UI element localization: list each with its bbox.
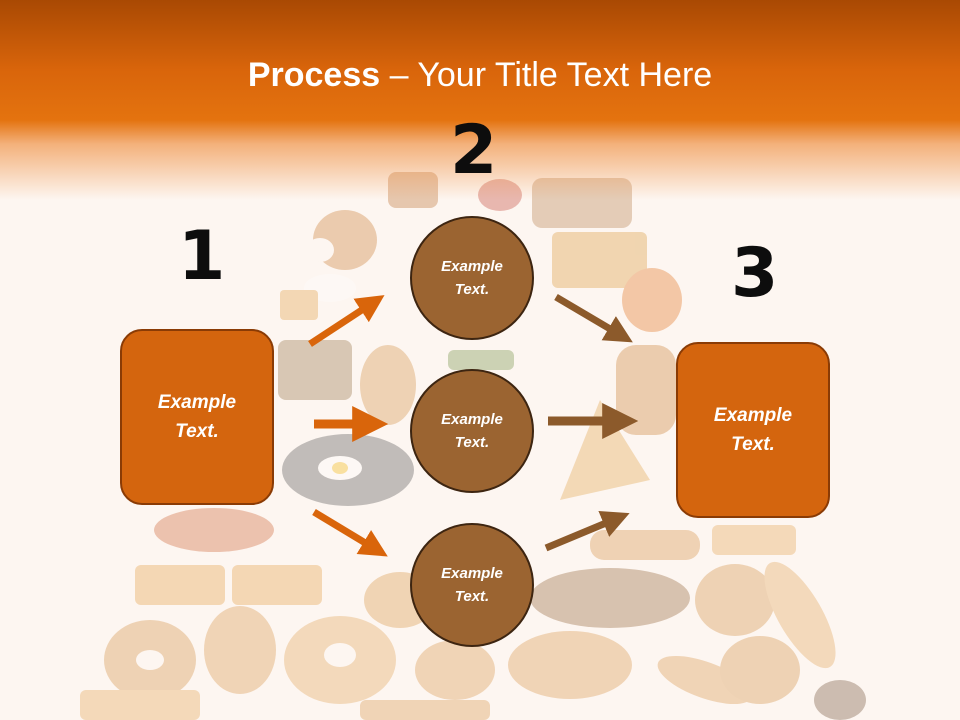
step-2-circle-bottom[interactable]: Example Text.	[410, 523, 534, 647]
arrow-bottom-to-3	[544, 511, 630, 552]
step-3-box[interactable]: Example Text.	[676, 342, 830, 518]
step-number-1: 1	[178, 217, 226, 296]
step-1-line2: Text.	[175, 421, 219, 442]
step-2-circle-middle[interactable]: Example Text.	[410, 369, 534, 493]
step-2-circle-top[interactable]: Example Text.	[410, 216, 534, 340]
step-3-line1: Example	[713, 405, 793, 426]
arrow-1-to-top	[308, 295, 385, 347]
arrow-top-to-3	[554, 293, 633, 343]
circle-bottom-line2: Text.	[454, 588, 490, 605]
step-number-3: 3	[731, 234, 779, 313]
step-3-line2: Text.	[731, 434, 775, 455]
title-bold: Process	[247, 56, 381, 94]
step-1-box[interactable]: Example Text.	[120, 329, 274, 505]
circle-top-line2: Text.	[454, 281, 490, 298]
title-rest: – Your Title Text Here	[380, 56, 713, 94]
circle-middle-line2: Text.	[454, 434, 490, 451]
circle-top-line1: Example	[441, 258, 503, 275]
step-1-line1: Example	[157, 392, 237, 413]
circle-bottom-line1: Example	[441, 565, 503, 582]
circle-middle-line1: Example	[441, 411, 503, 428]
step-number-2: 2	[450, 111, 498, 190]
slide-title: Process – Your Title Text Here	[0, 54, 960, 96]
title-banner	[0, 0, 960, 200]
arrow-1-to-bottom	[312, 509, 388, 557]
